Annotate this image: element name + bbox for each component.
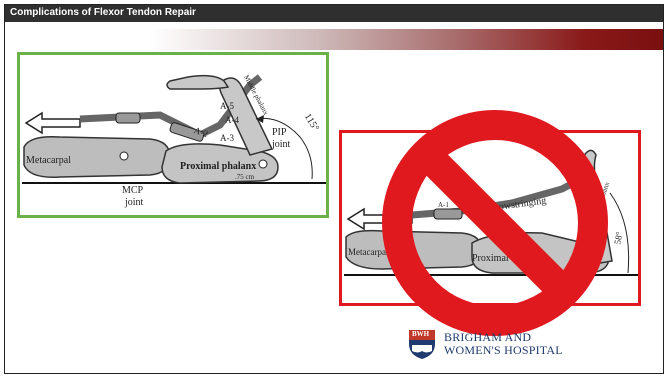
logo-line-1: BRIGHAM AND	[444, 331, 531, 343]
prohibition-icon	[378, 106, 612, 340]
hospital-logo: BWH BRIGHAM AND WOMEN'S HOSPITAL	[408, 327, 598, 361]
label-a3: A-3	[220, 133, 234, 143]
label-mcp: MCP	[122, 185, 143, 196]
accent-gradient-bar	[5, 29, 663, 50]
label-a4: A-4	[225, 115, 239, 125]
label-distance: .75 cm	[235, 173, 254, 181]
label-pip: PIP	[272, 127, 286, 138]
title-bar: Complications of Flexor Tendon Repair	[5, 5, 663, 22]
label-a5: A-5	[220, 101, 234, 111]
label-mcp-joint: joint	[125, 197, 143, 208]
slide-title: Complications of Flexor Tendon Repair	[10, 7, 196, 18]
label-proximal-phalanx: Proximal phalanx	[180, 161, 256, 172]
logo-line-2: WOMEN'S HOSPITAL	[444, 344, 563, 356]
label-metacarpal: Metacarpal	[26, 155, 71, 166]
figure-intact-pulleys: Metacarpal MCP joint Proximal phalanx .7…	[17, 52, 329, 218]
shield-text: BWH	[412, 330, 429, 338]
label-pip-joint: joint	[272, 139, 290, 150]
